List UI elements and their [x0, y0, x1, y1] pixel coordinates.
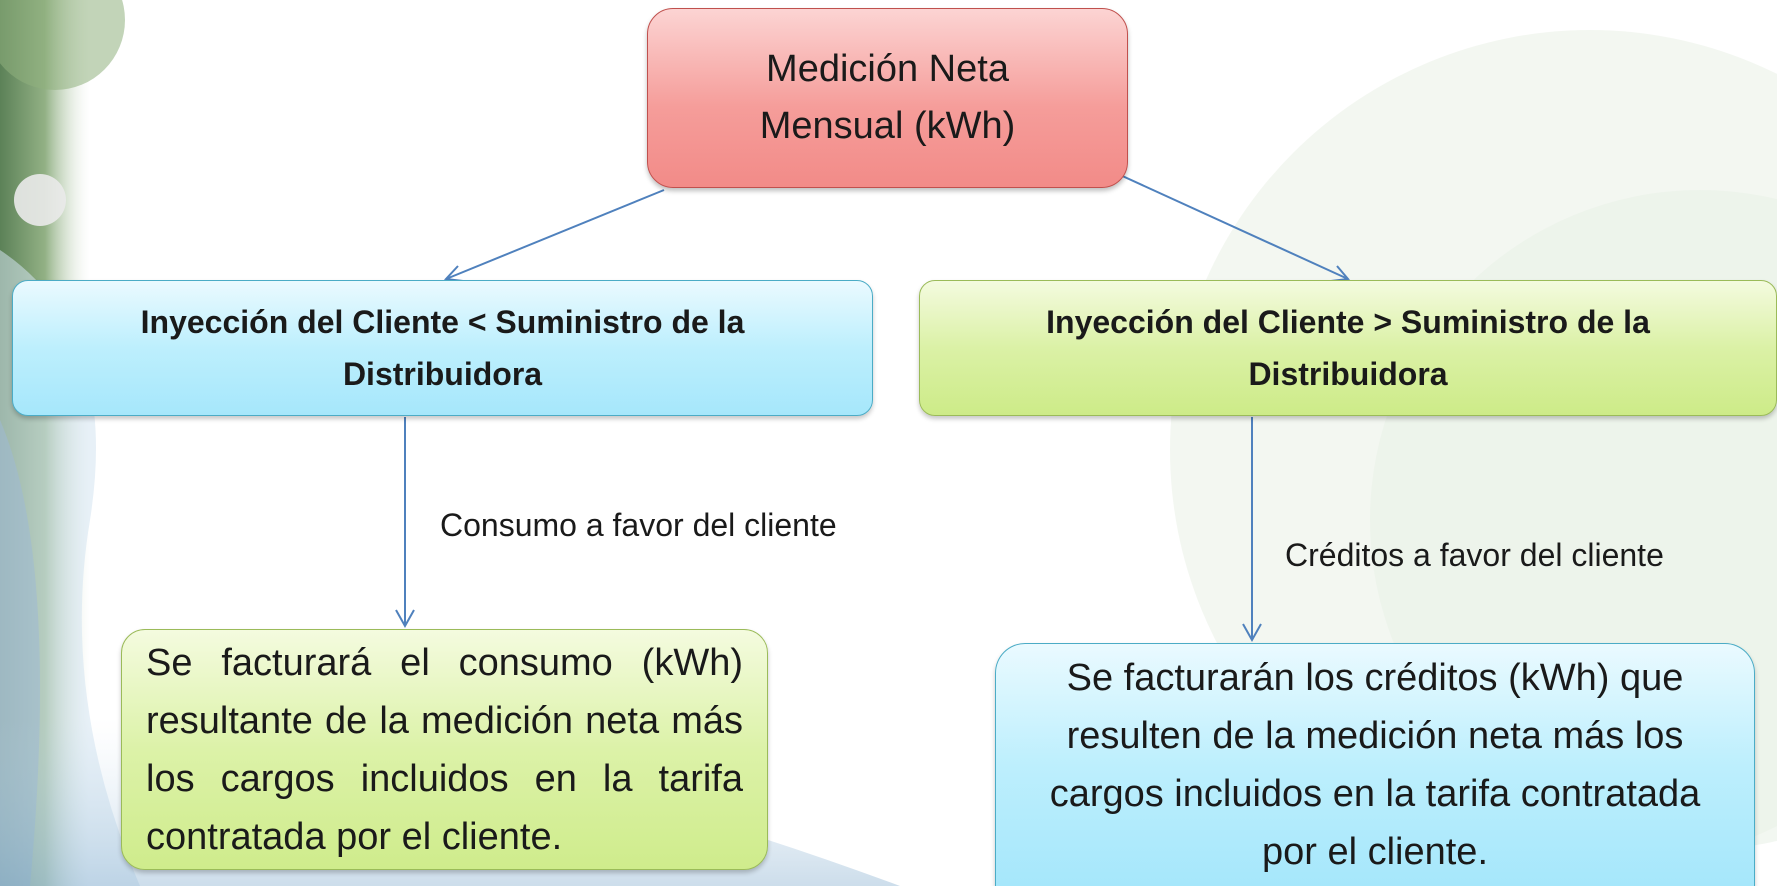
- condition-text: Inyección del Cliente < Suministro de la…: [140, 304, 745, 392]
- condition-box-injection-greater: Inyección del Cliente > Suministro de la…: [919, 280, 1777, 416]
- edge-label-credits: Créditos a favor del cliente: [1285, 537, 1664, 573]
- result-box-billed-consumption: Se facturará el consumo (kWh) resultante…: [121, 629, 768, 870]
- edge-label-consumption: Consumo a favor del cliente: [440, 507, 837, 543]
- root-text: Medición Neta Mensual (kWh): [759, 48, 1016, 147]
- result-box-billed-credits: Se facturarán los créditos (kWh) que res…: [995, 643, 1755, 886]
- condition-text: Inyección del Cliente > Suministro de la…: [1046, 304, 1650, 392]
- net-metering-root-box: Medición Neta Mensual (kWh): [647, 8, 1128, 188]
- arrow-root-to-right: [1117, 173, 1349, 280]
- condition-box-injection-less: Inyección del Cliente < Suministro de la…: [12, 280, 873, 416]
- result-text: Se facturará el consumo (kWh) resultante…: [146, 641, 743, 858]
- arrow-root-to-left: [445, 189, 665, 280]
- result-text: Se facturarán los créditos (kWh) que res…: [1049, 657, 1701, 873]
